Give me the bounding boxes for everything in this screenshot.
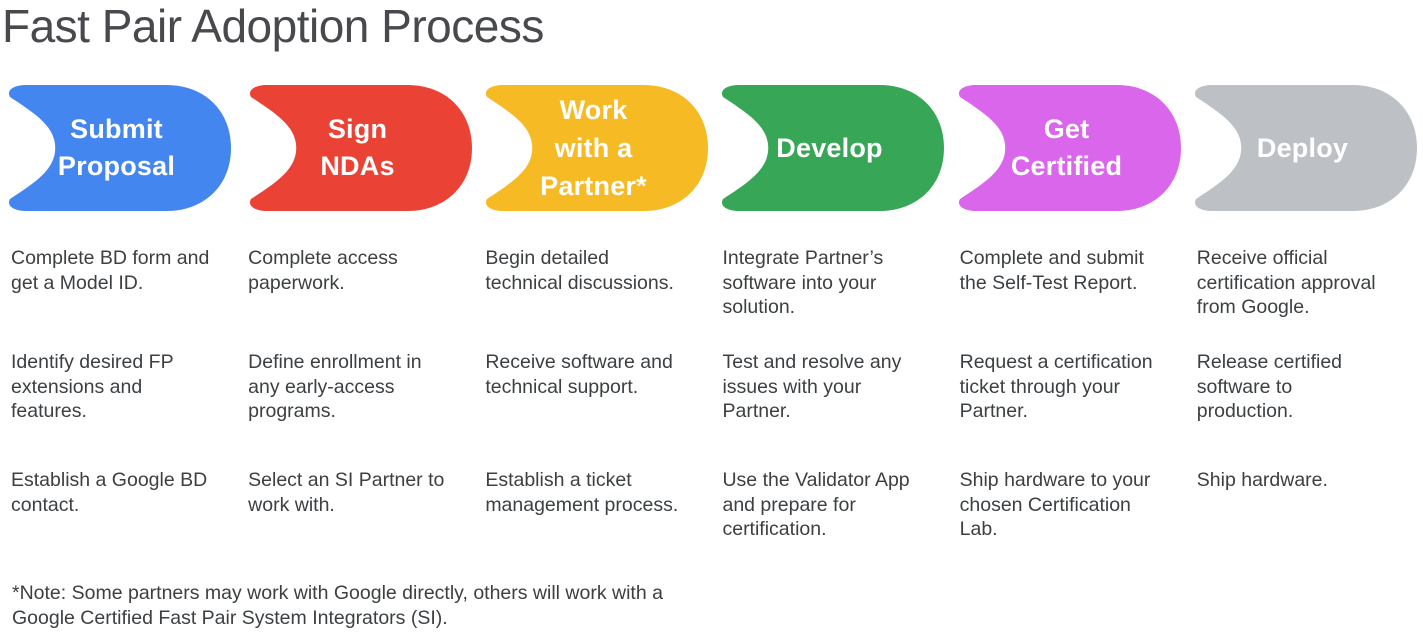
task-cell: Use the Validator App and prepare for ce… (722, 469, 910, 540)
step-shape-graphic (721, 85, 944, 211)
step-label: Develop (776, 132, 883, 163)
footnote: *Note: Some partners may work with Googl… (12, 582, 663, 629)
task-cell: Establish a Google BD contact. (11, 469, 208, 516)
task-cell: Identify desired FP extensions and featu… (11, 351, 174, 422)
task-cell: Receive software and technical support. (485, 351, 673, 398)
step-shape-graphic (8, 85, 231, 211)
step-shape-graphic (958, 85, 1181, 211)
step-shape-graphic (485, 85, 708, 211)
step-shape-graphic (1194, 85, 1417, 211)
step-work-with-partner: Work with a Partner* (477, 85, 710, 211)
tasks-grid: Complete BD form and get a Model ID. Com… (0, 246, 1423, 542)
task-cell: Select an SI Partner to work with. (248, 469, 445, 516)
step-label: Work with a Partner* (540, 95, 647, 201)
task-cell: Ship hardware. (1196, 469, 1328, 491)
step-label: Submit Proposal (57, 114, 176, 181)
task-cell: Ship hardware to your chosen Certificati… (959, 469, 1151, 540)
step-label: Get Certified (1010, 114, 1123, 181)
task-cell: Begin detailed technical discussions. (485, 247, 674, 294)
step-develop: Develop (713, 85, 946, 211)
task-cell: Release certified software to production… (1196, 351, 1343, 422)
step-submit-proposal: Submit Proposal (0, 85, 233, 211)
step-label: Sign NDAs (320, 114, 395, 181)
task-cell: Integrate Partner’s software into your s… (722, 247, 884, 318)
task-cell: Complete and submit the Self-Test Report… (959, 247, 1144, 294)
step-deploy: Deploy (1186, 85, 1419, 211)
task-cell: Complete BD form and get a Model ID. (11, 247, 210, 294)
step-get-certified: Get Certified (950, 85, 1183, 211)
step-label: Deploy (1256, 132, 1349, 163)
task-cell: Establish a ticket management process. (485, 469, 679, 516)
page-title: Fast Pair Adoption Process (2, 0, 544, 52)
step-sign-ndas: Sign NDAs (241, 85, 474, 211)
task-cell: Request a certification ticket through y… (959, 351, 1153, 422)
task-cell: Complete access paperwork. (248, 247, 398, 294)
task-cell: Define enrollment in any early-access pr… (248, 351, 422, 422)
task-cell: Receive official certification approval … (1196, 247, 1376, 318)
step-shape-graphic (249, 85, 472, 211)
task-cell: Test and resolve any issues with your Pa… (722, 351, 902, 422)
